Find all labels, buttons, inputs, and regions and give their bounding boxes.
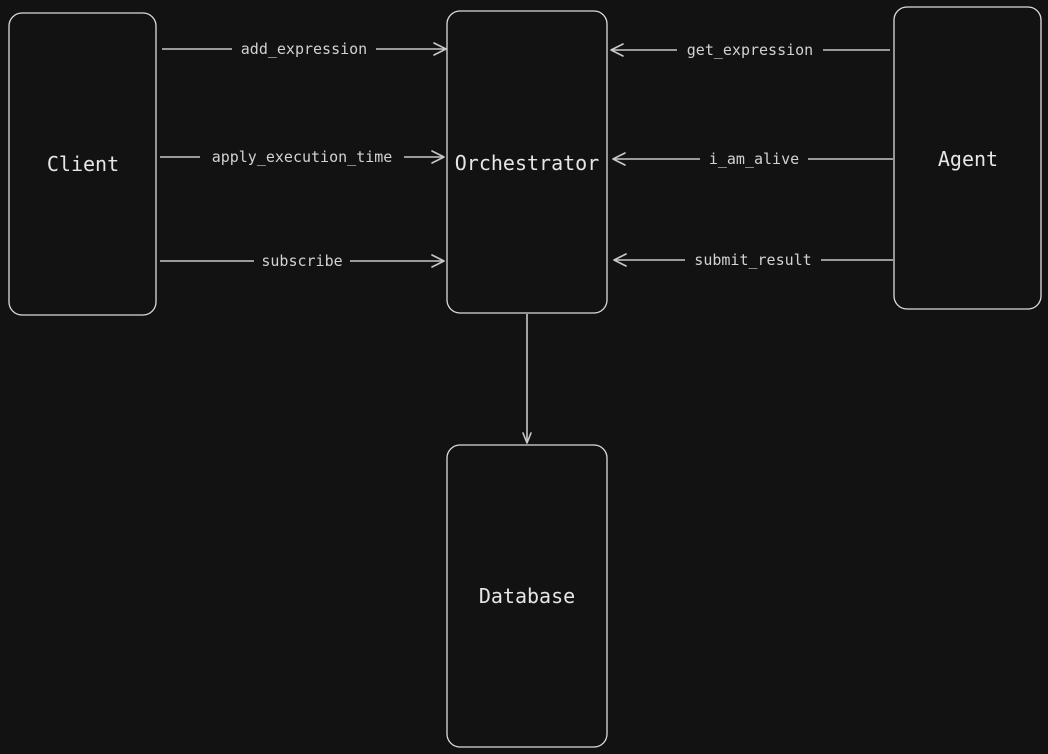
edge-label-subscribe: subscribe	[261, 252, 342, 270]
edge-label-submit-result: submit_result	[694, 251, 811, 269]
edge-label-background	[254, 250, 350, 272]
edge-label-background	[700, 148, 808, 170]
arrow-head-icon	[522, 432, 532, 444]
arrow-head-icon	[613, 253, 627, 267]
edge-subscribe: subscribe	[160, 250, 445, 272]
edge-label-background	[677, 39, 823, 61]
node-agent: Agent	[893, 6, 1042, 310]
node-orchestrator-label: Orchestrator	[455, 151, 600, 175]
node-agent-box	[893, 6, 1042, 310]
edge-i-am-alive: i_am_alive	[612, 148, 893, 170]
node-orchestrator-box	[446, 10, 608, 314]
node-database-label: Database	[479, 584, 575, 608]
edge-apply-execution-time: apply_execution_time	[160, 146, 445, 168]
edge-submit-result: submit_result	[613, 249, 893, 271]
edge-add-expression: add_expression	[162, 38, 447, 60]
node-client-box	[8, 12, 157, 316]
edge-orchestrator-to-database	[522, 314, 532, 444]
edge-label-background	[200, 146, 404, 168]
arrow-head-icon	[610, 43, 624, 57]
edge-label-i-am-alive: i_am_alive	[709, 150, 799, 168]
arrow-head-icon	[612, 152, 626, 166]
edge-label-apply-execution-time: apply_execution_time	[212, 148, 393, 166]
node-orchestrator: Orchestrator	[446, 10, 608, 314]
node-database: Database	[446, 444, 608, 748]
edge-label-background	[232, 38, 376, 60]
edge-label-add-expression: add_expression	[241, 40, 367, 58]
node-client-label: Client	[47, 152, 119, 176]
edge-label-background	[685, 249, 821, 271]
node-agent-label: Agent	[938, 147, 998, 171]
arrow-head-icon	[431, 150, 445, 164]
edge-get-expression: get_expression	[610, 39, 890, 61]
edge-label-get-expression: get_expression	[687, 41, 813, 59]
node-database-box	[446, 444, 608, 748]
node-client: Client	[8, 12, 157, 316]
arrow-head-icon	[431, 254, 445, 268]
arrow-head-icon	[433, 42, 447, 56]
